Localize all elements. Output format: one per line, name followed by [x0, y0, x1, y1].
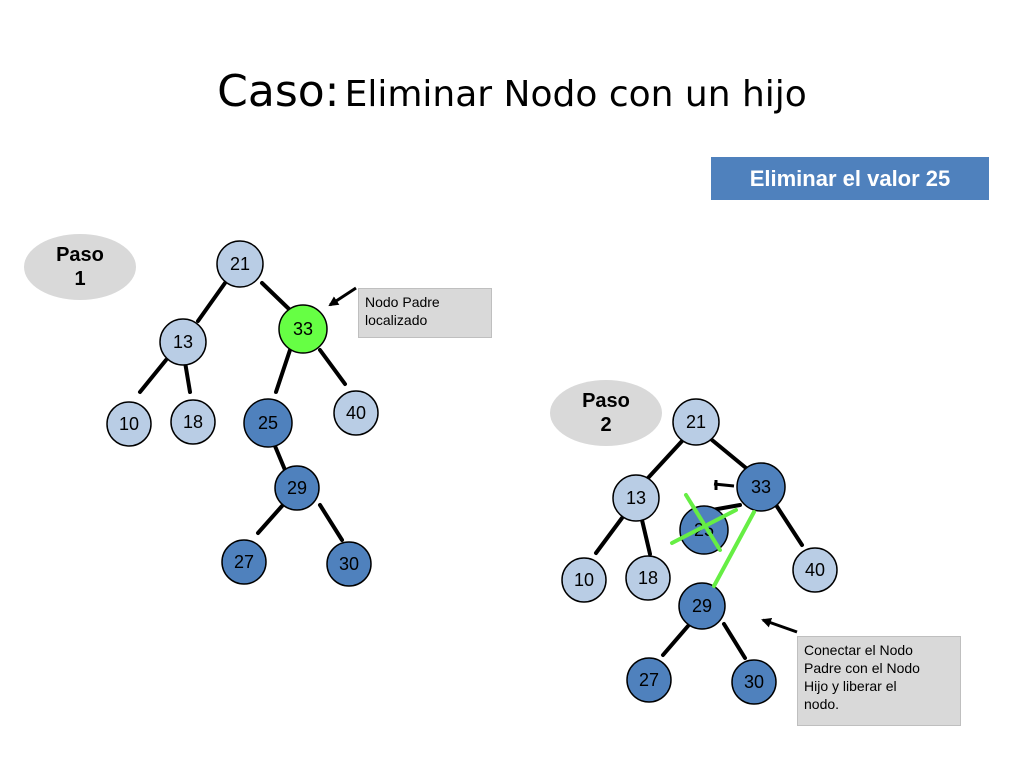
edge-21-33 [260, 281, 292, 312]
edge-33-25 [274, 348, 292, 394]
edge2-13-10 [594, 516, 624, 555]
note-1-line-2: localizado [365, 312, 428, 328]
edge2-13-18 [640, 518, 652, 556]
svg-text:10: 10 [119, 414, 139, 434]
tree-1-edges [138, 281, 347, 542]
edge2-33-40 [774, 503, 804, 547]
note-2-line-3: Hijo y liberar el [804, 678, 897, 694]
svg-text:29: 29 [287, 478, 307, 498]
edge-25-29 [273, 444, 287, 472]
note-2-line-2: Padre con el Nodo [804, 660, 920, 676]
tree-1-nodes: 21 13 33 10 18 25 40 29 [106, 240, 379, 587]
tree1-node-10: 10 [106, 401, 152, 447]
svg-text:40: 40 [805, 560, 825, 580]
tree2-node-25-deleted: 25 [679, 505, 729, 555]
note-2-line-1: Conectar el Nodo [804, 642, 913, 658]
edge2-21-33 [710, 438, 748, 470]
slide-title: Caso: Eliminar Nodo con un hijo [0, 66, 1024, 117]
cross-line-b [670, 508, 738, 545]
step-1-word: Paso [56, 244, 104, 266]
edge2-29-30 [722, 622, 747, 660]
delete-value-label: Eliminar el valor 25 [711, 157, 989, 200]
edge2-21-13 [646, 438, 685, 480]
note-1-line-1: Nodo Padre [365, 294, 440, 310]
edge-33-40 [318, 348, 347, 386]
svg-text:18: 18 [638, 568, 658, 588]
svg-text:21: 21 [686, 412, 706, 432]
title-main: Caso: [217, 66, 340, 117]
svg-text:30: 30 [744, 672, 764, 692]
tree1-node-27: 27 [221, 539, 267, 585]
cross-line-a [684, 493, 722, 552]
note-connect-parent-child: Conectar el Nodo Padre con el Nodo Hijo … [797, 636, 961, 726]
arrow-to-child-node [761, 617, 798, 634]
step-1-badge: Paso 1 [24, 234, 136, 300]
tree1-node-29: 29 [274, 465, 320, 511]
edge-29-30 [318, 503, 344, 542]
tree1-node-25: 25 [243, 398, 293, 448]
svg-text:29: 29 [692, 596, 712, 616]
svg-text:21: 21 [230, 254, 250, 274]
svg-text:25: 25 [258, 413, 278, 433]
step-2-number: 2 [600, 414, 612, 436]
edge-13-18 [183, 360, 192, 394]
tree2-node-29: 29 [678, 582, 726, 630]
edge-13-10 [138, 358, 168, 394]
svg-text:13: 13 [173, 332, 193, 352]
edge2-29-27 [661, 624, 690, 657]
delete-cross-mark [670, 493, 738, 552]
note-2-line-4: nodo. [804, 696, 840, 712]
svg-text:27: 27 [234, 552, 254, 572]
step-1-number: 1 [74, 268, 86, 290]
tree1-node-21: 21 [216, 240, 264, 288]
svg-text:10: 10 [574, 570, 594, 590]
step-2-badge: Paso 2 [550, 380, 662, 446]
svg-text:40: 40 [346, 403, 366, 423]
svg-text:27: 27 [639, 670, 659, 690]
svg-text:30: 30 [339, 554, 359, 574]
tree2-node-30: 30 [731, 659, 777, 705]
tree1-node-18: 18 [170, 399, 216, 445]
tree-2-nodes: 21 13 33 10 18 25 40 29 [561, 398, 838, 705]
step-2-word: Paso [582, 390, 630, 412]
tree-2-edges [594, 438, 804, 660]
note-parent-found: Nodo Padre localizado [358, 288, 492, 338]
svg-text:33: 33 [751, 477, 771, 497]
tree2-node-10: 10 [561, 557, 607, 603]
tree1-node-33-highlight: 33 [278, 304, 328, 354]
arrow-to-parent-node [328, 286, 357, 307]
tree2-node-27: 27 [626, 657, 672, 703]
tree2-node-40: 40 [792, 547, 838, 593]
tree2-node-21: 21 [672, 398, 720, 446]
edge-29-27 [256, 504, 284, 535]
title-sub: Eliminar Nodo con un hijo [344, 74, 807, 115]
svg-text:33: 33 [293, 319, 313, 339]
tree1-node-40: 40 [333, 390, 379, 436]
tree2-node-33: 33 [736, 462, 786, 512]
tree1-node-30: 30 [326, 541, 372, 587]
tree1-node-13: 13 [159, 318, 207, 366]
new-link-33-29 [712, 510, 756, 588]
tree2-node-13: 13 [612, 474, 660, 522]
svg-text:13: 13 [626, 488, 646, 508]
svg-text:18: 18 [183, 412, 203, 432]
tree2-node-18: 18 [625, 555, 671, 601]
edge-21-13 [196, 281, 227, 323]
